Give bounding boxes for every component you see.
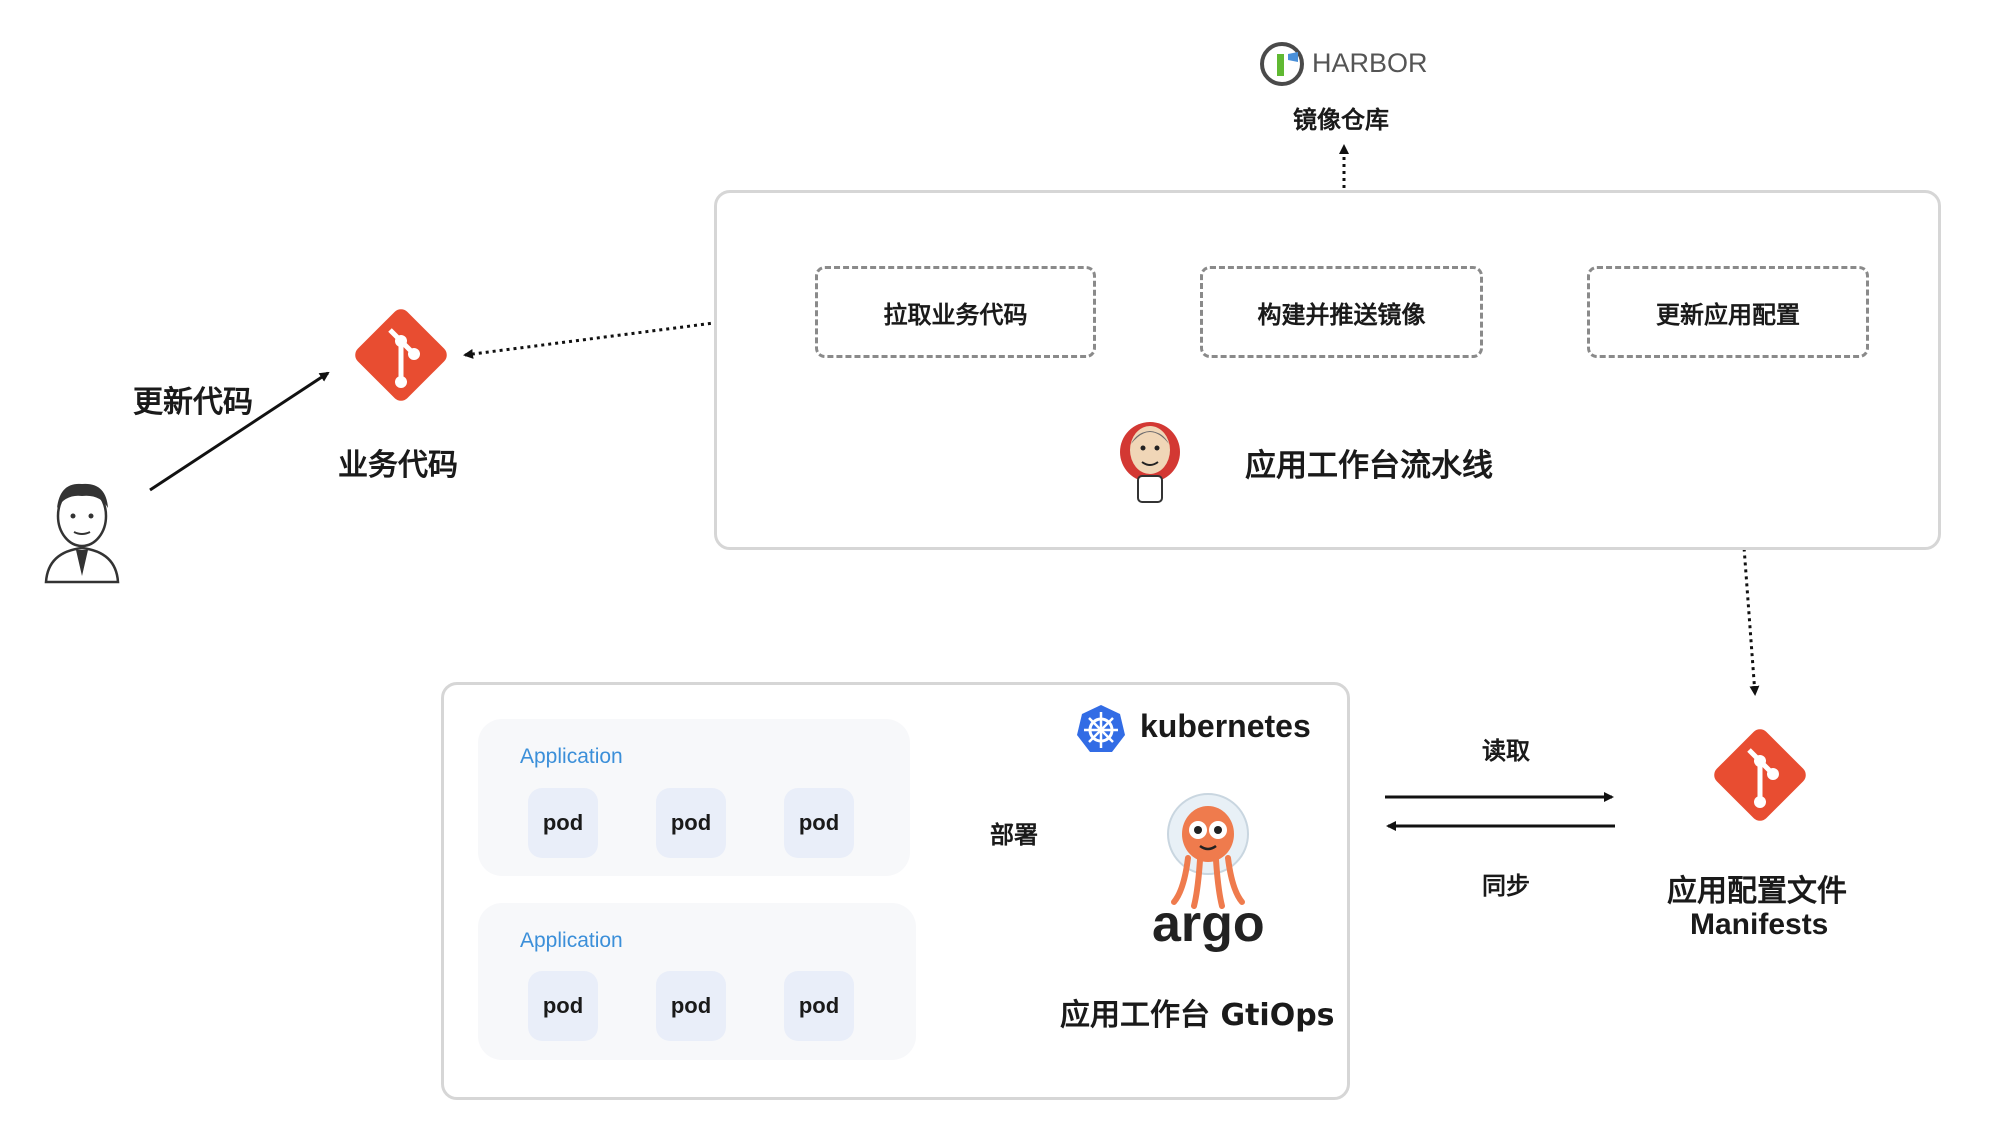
pod: pod [784,788,854,858]
pipeline-panel [714,190,1941,550]
kubernetes-label: kubernetes [1140,708,1311,744]
pod: pod [656,788,726,858]
pod: pod [784,971,854,1041]
git-icon [1701,716,1819,834]
argo-icon [1160,790,1256,910]
pod: pod [528,971,598,1041]
deploy-label: 部署 [990,821,1038,849]
harbor-icon [1258,40,1306,88]
manifests-title-line2: Manifests [1690,908,1829,941]
git-icon [342,296,460,414]
gitops-title: 应用工作台 GtiOps [1060,998,1335,1033]
pipeline-step-build-push: 构建并推送镜像 [1200,266,1483,358]
read-label: 读取 [1482,737,1530,765]
pipeline-step-update-config: 更新应用配置 [1587,266,1869,358]
update-code-arrow [149,371,330,492]
person-icon [42,476,122,584]
harbor-caption: 镜像仓库 [1293,106,1389,134]
business-repo-label: 业务代码 [338,448,458,483]
pipeline-title: 应用工作台流水线 [1245,448,1493,484]
pipeline-step-pull-code: 拉取业务代码 [815,266,1096,358]
application-title: Application [520,929,623,952]
application-box-1: Application pod pod pod [478,719,910,876]
application-box-2: Application pod pod pod [478,903,916,1060]
application-title: Application [520,745,623,768]
jenkins-icon [1118,414,1182,504]
pod: pod [656,971,726,1041]
kubernetes-icon [1075,703,1127,755]
harbor-logo-text: HARBOR [1312,48,1428,78]
sync-label: 同步 [1482,872,1530,900]
update-code-label: 更新代码 [133,385,253,420]
argo-label: argo [1152,895,1265,953]
pod: pod [528,788,598,858]
manifests-title-line1: 应用配置文件 [1667,874,1847,909]
